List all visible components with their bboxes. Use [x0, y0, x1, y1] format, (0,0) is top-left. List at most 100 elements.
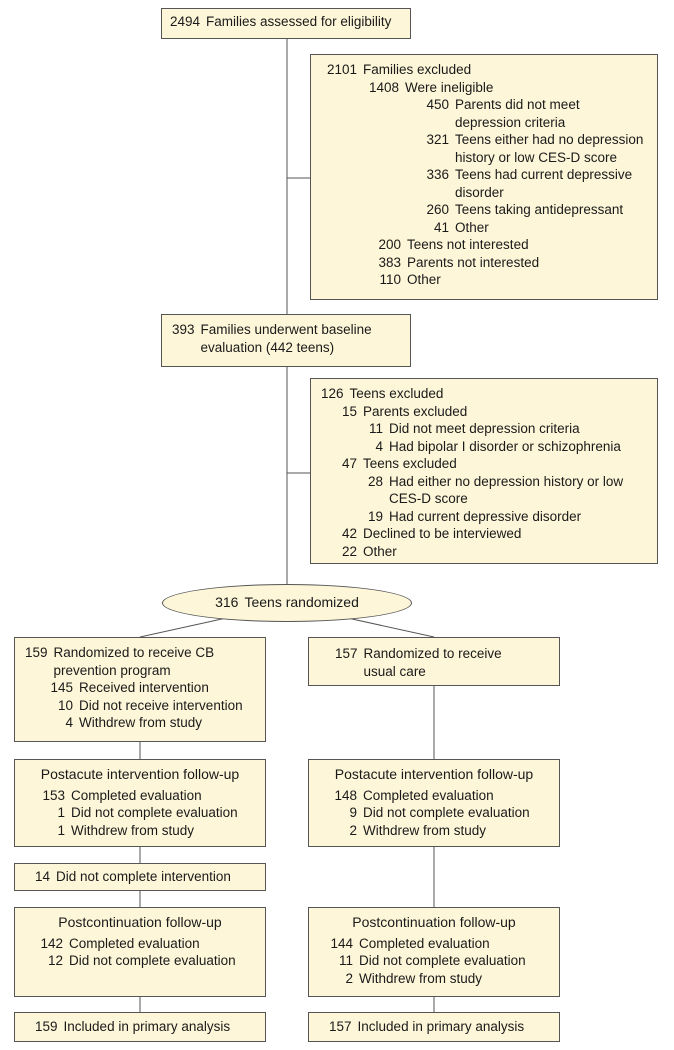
- assessed-box: 2494 Families assessed for eligibility: [161, 8, 411, 39]
- postcontinuation-uc-box: Postcontinuation follow-up 144 Completed …: [308, 907, 560, 997]
- assessed-label: Families assessed for eligibility: [206, 14, 392, 29]
- reason-label: Teens either had no depression history o…: [455, 132, 644, 165]
- cb-item-label: Did not receive intervention: [79, 697, 243, 713]
- followup-count: 2: [345, 970, 353, 986]
- followup-label: Did not complete evaluation: [71, 805, 238, 820]
- randomized-label: Teens randomized: [244, 594, 359, 611]
- analysis-cb-count: 159: [35, 1019, 58, 1034]
- followup-count: 148: [334, 787, 357, 803]
- assessed-count: 2494: [170, 14, 201, 29]
- cb-item-label: Withdrew from study: [79, 715, 203, 730]
- followup-count: 12: [47, 953, 63, 968]
- reason-label: Parents did not meet depression criteria: [455, 97, 580, 130]
- followup-count: 153: [42, 787, 65, 803]
- reason-count: 19: [367, 508, 383, 524]
- exclusion-count: 110: [379, 272, 401, 287]
- reason-count: 450: [426, 97, 449, 112]
- exclusion-count: 383: [378, 254, 401, 270]
- followup-count: 11: [338, 953, 353, 968]
- randomized-count: 316: [215, 594, 239, 611]
- reason-count: 4: [375, 438, 383, 454]
- teens-excluded-count: 126: [321, 386, 344, 401]
- families-excluded-box: 2101 Families excluded 1408 Were ineligibl…: [310, 54, 658, 300]
- analysis-uc-count: 157: [329, 1019, 352, 1034]
- cb-arm-label: Randomized to receive CB prevention prog…: [53, 645, 215, 678]
- postcontinuation-cb-title: Postcontinuation follow-up: [58, 914, 222, 930]
- followup-count: 1: [57, 805, 65, 820]
- incomplete-count: 14: [35, 869, 51, 884]
- postacute-uc-box: Postacute intervention follow-up 148 Comp…: [308, 759, 560, 847]
- followup-count: 9: [349, 805, 357, 820]
- families-excluded-count: 2101: [327, 62, 358, 77]
- followup-label: Did not complete evaluation: [363, 805, 530, 820]
- exclusion-count: 200: [378, 237, 401, 252]
- reason-label: Had either no depression history or low …: [389, 473, 624, 507]
- followup-count: 144: [330, 935, 353, 951]
- postcontinuation-cb-box: Postcontinuation follow-up 142 Completed …: [14, 907, 266, 997]
- randomized-ellipse: 316 Teens randomized: [162, 584, 412, 622]
- followup-count: 2: [349, 822, 357, 838]
- followup-label: Withdrew from study: [363, 822, 487, 838]
- cb-arm-box: 159 Randomized to receive CB prevention p…: [14, 637, 266, 742]
- postacute-cb-box: Postacute intervention follow-up 153 Comp…: [14, 759, 266, 847]
- exclusion-count: 47: [341, 456, 357, 471]
- followup-label: Did not complete evaluation: [69, 953, 236, 968]
- followup-label: Did not complete evaluation: [359, 953, 526, 968]
- exclusion-label: Parents excluded: [363, 403, 468, 419]
- followup-label: Withdrew from study: [71, 822, 195, 838]
- cb-item-count: 145: [50, 680, 73, 695]
- followup-label: Completed evaluation: [69, 935, 200, 951]
- reason-count: 28: [367, 473, 383, 489]
- analysis-uc-label: Included in primary analysis: [357, 1019, 525, 1034]
- reason-count: 11: [368, 421, 383, 436]
- uc-arm-count: 157: [335, 646, 358, 661]
- followup-label: Completed evaluation: [359, 935, 490, 951]
- ineligible-label: Were ineligible: [405, 79, 494, 95]
- reason-count: 321: [426, 132, 449, 147]
- cb-arm-count: 159: [25, 645, 48, 660]
- families-excluded-label: Families excluded: [363, 62, 472, 77]
- followup-label: Withdrew from study: [359, 970, 483, 986]
- postcontinuation-uc-title: Postcontinuation follow-up: [352, 914, 516, 930]
- followup-label: Completed evaluation: [363, 787, 494, 803]
- postacute-uc-title: Postacute intervention follow-up: [334, 766, 534, 782]
- followup-count: 1: [57, 822, 65, 838]
- baseline-label: Families underwent baseline evaluation (…: [200, 322, 372, 355]
- exclusion-label: Teens excluded: [363, 456, 457, 471]
- cb-item-label: Received intervention: [79, 680, 209, 695]
- baseline-box: 393 Families underwent baseline evaluatio…: [161, 314, 411, 367]
- reason-label: Had bipolar I disorder or schizophrenia: [389, 438, 621, 454]
- exclusion-label: Other: [363, 543, 397, 559]
- cb-item-count: 10: [57, 697, 73, 713]
- reason-label: Had current depressive disorder: [389, 508, 582, 524]
- exclusion-label: Other: [407, 272, 441, 287]
- incomplete-intervention-box: 14 Did not complete intervention: [14, 863, 266, 891]
- analysis-uc-box: 157 Included in primary analysis: [308, 1012, 560, 1042]
- ineligible-count: 1408: [369, 79, 400, 95]
- reason-count: 41: [433, 219, 449, 235]
- analysis-cb-box: 159 Included in primary analysis: [14, 1012, 266, 1042]
- teens-excluded-label: Teens excluded: [349, 386, 444, 401]
- exclusion-count: 42: [341, 526, 357, 541]
- reason-label: Teens taking antidepressant: [455, 202, 624, 217]
- exclusion-label: Parents not interested: [407, 254, 540, 270]
- cb-item-count: 4: [65, 715, 73, 730]
- exclusion-count: 22: [341, 543, 357, 559]
- exclusion-label: Teens not interested: [407, 237, 529, 252]
- postacute-cb-title: Postacute intervention follow-up: [40, 766, 240, 782]
- exclusion-label: Declined to be interviewed: [363, 526, 522, 541]
- reason-count: 260: [426, 202, 449, 217]
- baseline-count: 393: [172, 322, 195, 337]
- followup-label: Completed evaluation: [71, 787, 202, 803]
- reason-label: Did not meet depression criteria: [389, 421, 580, 436]
- incomplete-label: Did not complete intervention: [56, 869, 231, 884]
- followup-count: 142: [40, 935, 63, 951]
- analysis-cb-label: Included in primary analysis: [63, 1019, 231, 1034]
- reason-count: 336: [426, 167, 449, 182]
- reason-label: Other: [455, 219, 489, 235]
- reason-label: Teens had current depressive disorder: [455, 167, 633, 200]
- exclusion-count: 15: [341, 403, 357, 419]
